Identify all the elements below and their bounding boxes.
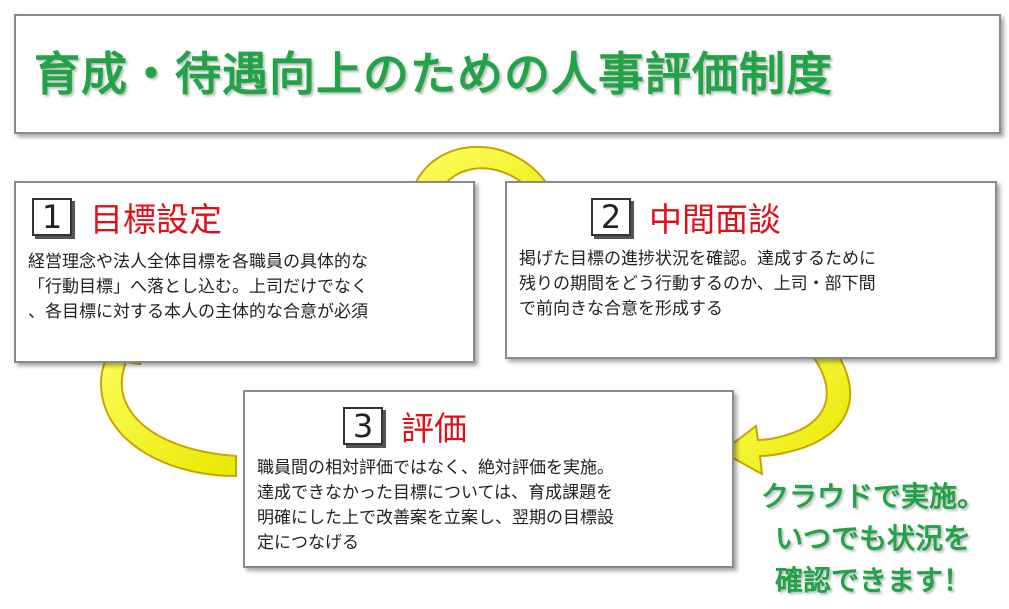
step-description-line: 明確にした上で改善案を立案し、翌期の目標設 [257,508,614,528]
cloud-note: クラウドで実施。 いつでも状況を 確認できます！ [742,476,1004,602]
step-description-line: 達成できなかった目標については、育成課題を [257,483,614,503]
title-box: 育成・待遇向上のための人事評価制度 [14,14,1001,134]
step-title: 中間面談 [649,200,781,239]
step-description: 経営理念や法人全体目標を各職員の具体的な 「行動目標」へ落とし込む。上司だけでな… [28,250,468,325]
step-card-goal-setting: 1 目標設定 経営理念や法人全体目標を各職員の具体的な 「行動目標」へ落とし込む… [14,181,475,363]
step-description-line: 「行動目標」へ落とし込む。上司だけでなく [28,277,368,297]
step-description: 掲げた目標の進捗状況を確認。達成するために 残りの期間をどう行動するのか、上司・… [519,247,987,322]
step-description-line: 、各目標に対する本人の主体的な合意が必須 [28,302,368,322]
step-description-line: で前向きな合意を形成する [519,299,723,319]
step-description-line: 定につなげる [257,533,359,553]
cloud-note-line: 確認できます！ [774,564,971,597]
step-number-badge: 3 [343,407,383,445]
step-description: 職員間の相対評価ではなく、絶対評価を実施。 達成できなかった目標については、育成… [257,456,727,556]
step-number-badge: 1 [32,198,72,236]
page-title: 育成・待遇向上のための人事評価制度 [34,47,833,101]
step-title: 評価 [401,409,467,448]
step-description-line: 掲げた目標の進捗状況を確認。達成するために [519,249,876,269]
step-description-line: 残りの期間をどう行動するのか、上司・部下間 [519,274,876,294]
cloud-note-line: クラウドで実施。 [760,480,985,513]
step-header: 1 目標設定 [32,193,222,241]
step-header: 2 中間面談 [591,193,781,241]
step-card-interim-interview: 2 中間面談 掲げた目標の進捗状況を確認。達成するために 残りの期間をどう行動す… [505,181,997,359]
step-card-evaluation: 3 評価 職員間の相対評価ではなく、絶対評価を実施。 達成できなかった目標につい… [243,390,734,568]
step-description-line: 経営理念や法人全体目標を各職員の具体的な [28,252,368,272]
step-number-badge: 2 [591,198,631,236]
step-description-line: 職員間の相対評価ではなく、絶対評価を実施。 [257,458,614,478]
step-header: 3 評価 [343,402,467,450]
cloud-note-line: いつでも状況を [774,522,971,555]
step-title: 目標設定 [90,200,222,239]
